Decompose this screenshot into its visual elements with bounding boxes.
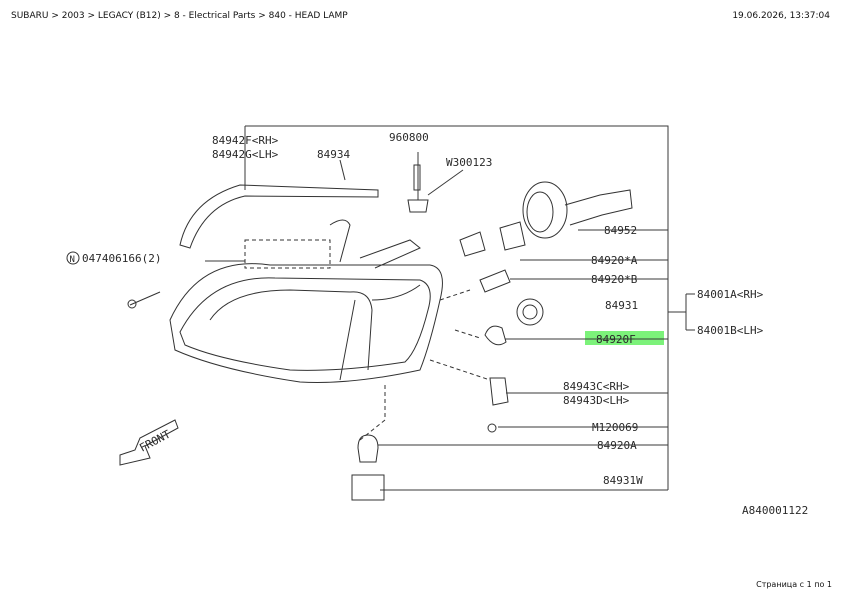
label-84920a[interactable]: 84920A <box>597 439 637 452</box>
bracket-84943 <box>487 377 509 433</box>
dashed-guides <box>359 289 491 441</box>
label-84920f[interactable]: 84920F <box>596 333 636 346</box>
label-w300123[interactable]: W300123 <box>446 156 492 169</box>
bulb-84920b <box>479 269 511 293</box>
label-84931[interactable]: 84931 <box>605 299 638 312</box>
figure-id: A840001122 <box>742 504 808 517</box>
headlamp-assembly <box>169 219 443 383</box>
bolt-left <box>127 291 161 309</box>
circle-n-letter: N <box>70 255 75 265</box>
bulb-84920a <box>351 434 385 501</box>
screw-960800 <box>407 164 429 213</box>
breadcrumb[interactable]: SUBARU > 2003 > LEGACY (B12) > 8 - Elect… <box>11 11 348 21</box>
label-84952[interactable]: 84952 <box>604 224 637 237</box>
front-label: FRONT <box>137 427 173 454</box>
trim-strip <box>179 184 379 249</box>
label-84943d[interactable]: 84943D<LH> <box>563 394 630 407</box>
label-960800[interactable]: 960800 <box>389 131 429 144</box>
callout-frame <box>244 125 669 490</box>
circle-n-icon <box>66 251 80 265</box>
label-84920b-star[interactable]: 84920*B <box>591 273 638 286</box>
front-arrow-icon <box>119 419 179 466</box>
bulb-84920f <box>484 325 507 346</box>
highlight-84920f <box>585 331 664 345</box>
label-84943c[interactable]: 84943C<RH> <box>563 380 630 393</box>
leader-lines <box>205 152 695 491</box>
label-84920a-star[interactable]: 84920*A <box>591 254 638 267</box>
page-indicator: Страница с 1 по 1 <box>756 580 832 589</box>
bulb-socket-84952 <box>459 181 633 257</box>
label-047406166[interactable]: 047406166(2) <box>82 252 161 265</box>
socket-84931 <box>516 298 544 326</box>
label-m120069[interactable]: M120069 <box>592 421 638 434</box>
label-84001a[interactable]: 84001A<RH> <box>697 288 764 301</box>
label-84931w[interactable]: 84931W <box>603 474 643 487</box>
label-84942f[interactable]: 84942F<RH> <box>212 134 279 147</box>
timestamp: 19.06.2026, 13:37:04 <box>732 11 830 21</box>
label-84001b[interactable]: 84001B<LH> <box>697 324 764 337</box>
label-84942g[interactable]: 84942G<LH> <box>212 148 279 161</box>
label-84934[interactable]: 84934 <box>317 148 350 161</box>
